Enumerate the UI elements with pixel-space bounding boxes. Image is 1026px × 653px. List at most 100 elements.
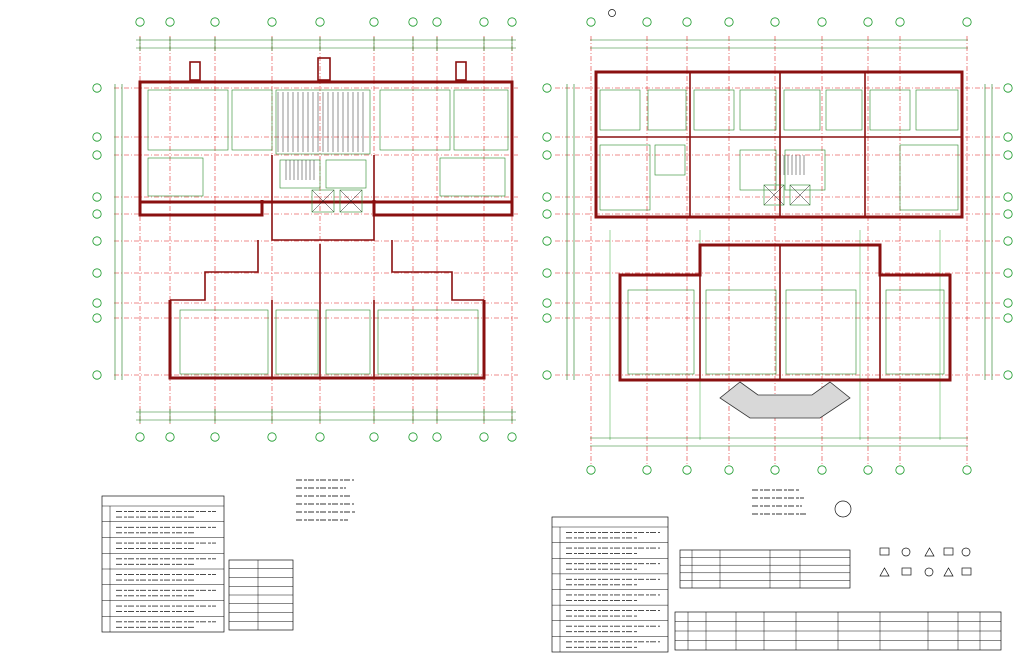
axis-bubble-circle [1003,370,1013,380]
room-outline [739,89,777,131]
elevator [763,184,785,206]
room-outline [325,159,367,189]
axis-bubble [315,432,325,442]
dimension-lines [114,37,993,447]
axis-bubble-circle [542,268,552,278]
door-window-table [674,611,1002,651]
legend-box [879,547,890,556]
walls [138,57,964,419]
axis-bubble [135,432,145,442]
legend-symbol [943,547,954,556]
axis-bubble-circle [642,17,652,27]
axis-bubble-circle [682,17,692,27]
axis-bubble [542,298,552,308]
axis-bubble [507,432,517,442]
room-outline [783,89,821,131]
axis-bubble-circle [210,432,220,442]
axis-bubble [1003,268,1013,278]
legend-symbol [924,547,935,557]
axis-bubble [408,432,418,442]
wall-lower-left [138,200,264,217]
axis-bubble [863,465,873,475]
axis-bubble-circle [92,192,102,202]
elevator-cross [789,184,811,206]
wall-lower-block-right [618,243,952,382]
axis-bubble [408,17,418,27]
axis-bubble-circle [315,432,325,442]
legend-triangle [924,547,935,557]
room-outline [785,289,857,375]
axis-bubble [92,132,102,142]
elevator [339,189,363,213]
axis-bubble [369,432,379,442]
axis-bubble-circle [586,17,596,27]
axis-bubble [432,17,442,27]
axis-bubble [92,298,102,308]
axis-bubble-circle [1003,150,1013,160]
axis-bubble [1003,83,1013,93]
axis-bubble-circle [682,465,692,475]
elevator [789,184,811,206]
room-outline [885,289,945,375]
wall-core [271,155,375,241]
axis-bubble-circle [1003,192,1013,202]
axis-grid-left [114,36,518,426]
axis-bubble [507,17,517,27]
axis-bubble [542,132,552,142]
axis-bubble-circle [542,192,552,202]
axis-bubble-circle [1003,83,1013,93]
axis-bubble-circle [770,465,780,475]
axis-bubble-circle [1003,209,1013,219]
axis-bubble [1003,370,1013,380]
room-outline [599,144,651,211]
room-outline [705,289,777,375]
axis-bubble-circle [1003,268,1013,278]
axis-bubbles [92,17,1013,475]
axis-bubble-circle [92,268,102,278]
legend-symbol [879,567,890,577]
axis-bubble [542,236,552,246]
room-schedule-table [679,549,851,589]
legend-box [901,567,912,576]
axis-bubble-circle [542,313,552,323]
shaft [317,57,331,81]
room-outline [915,89,959,131]
elevator-cross [311,189,335,213]
axis-bubble [724,465,734,475]
axis-bubble [542,313,552,323]
axis-bubble-circle [267,17,277,27]
legend-symbol [924,567,934,577]
room-outline [739,149,777,191]
room-outline [147,89,229,151]
legend-circle [961,547,971,557]
axis-bubble-circle [369,432,379,442]
axis-bubble [817,17,827,27]
wall-podium-left [170,240,259,301]
axis-bubble [1003,236,1013,246]
axis-bubble-circle [542,209,552,219]
axis-bubble [92,192,102,202]
axis-bubble-circle [817,465,827,475]
axis-bubble [962,465,972,475]
axis-bubble-circle [507,17,517,27]
legend-symbol [943,567,954,577]
axis-bubble [165,17,175,27]
room-outline [439,157,506,197]
axis-bubble [267,432,277,442]
axis-bubble [210,17,220,27]
room-outline [379,89,451,151]
room-outline [377,309,479,375]
axis-bubble [895,17,905,27]
axis-bubble [817,465,827,475]
axis-bubble-circle [432,432,442,442]
room-outline [179,309,269,375]
room-outline [279,159,321,189]
axis-bubble-circle [542,150,552,160]
axis-bubble [369,17,379,27]
axis-bubble [542,150,552,160]
notes-table [101,495,225,633]
legend-symbol [901,567,912,576]
room-outline [147,157,204,197]
axis-bubble [770,17,780,27]
